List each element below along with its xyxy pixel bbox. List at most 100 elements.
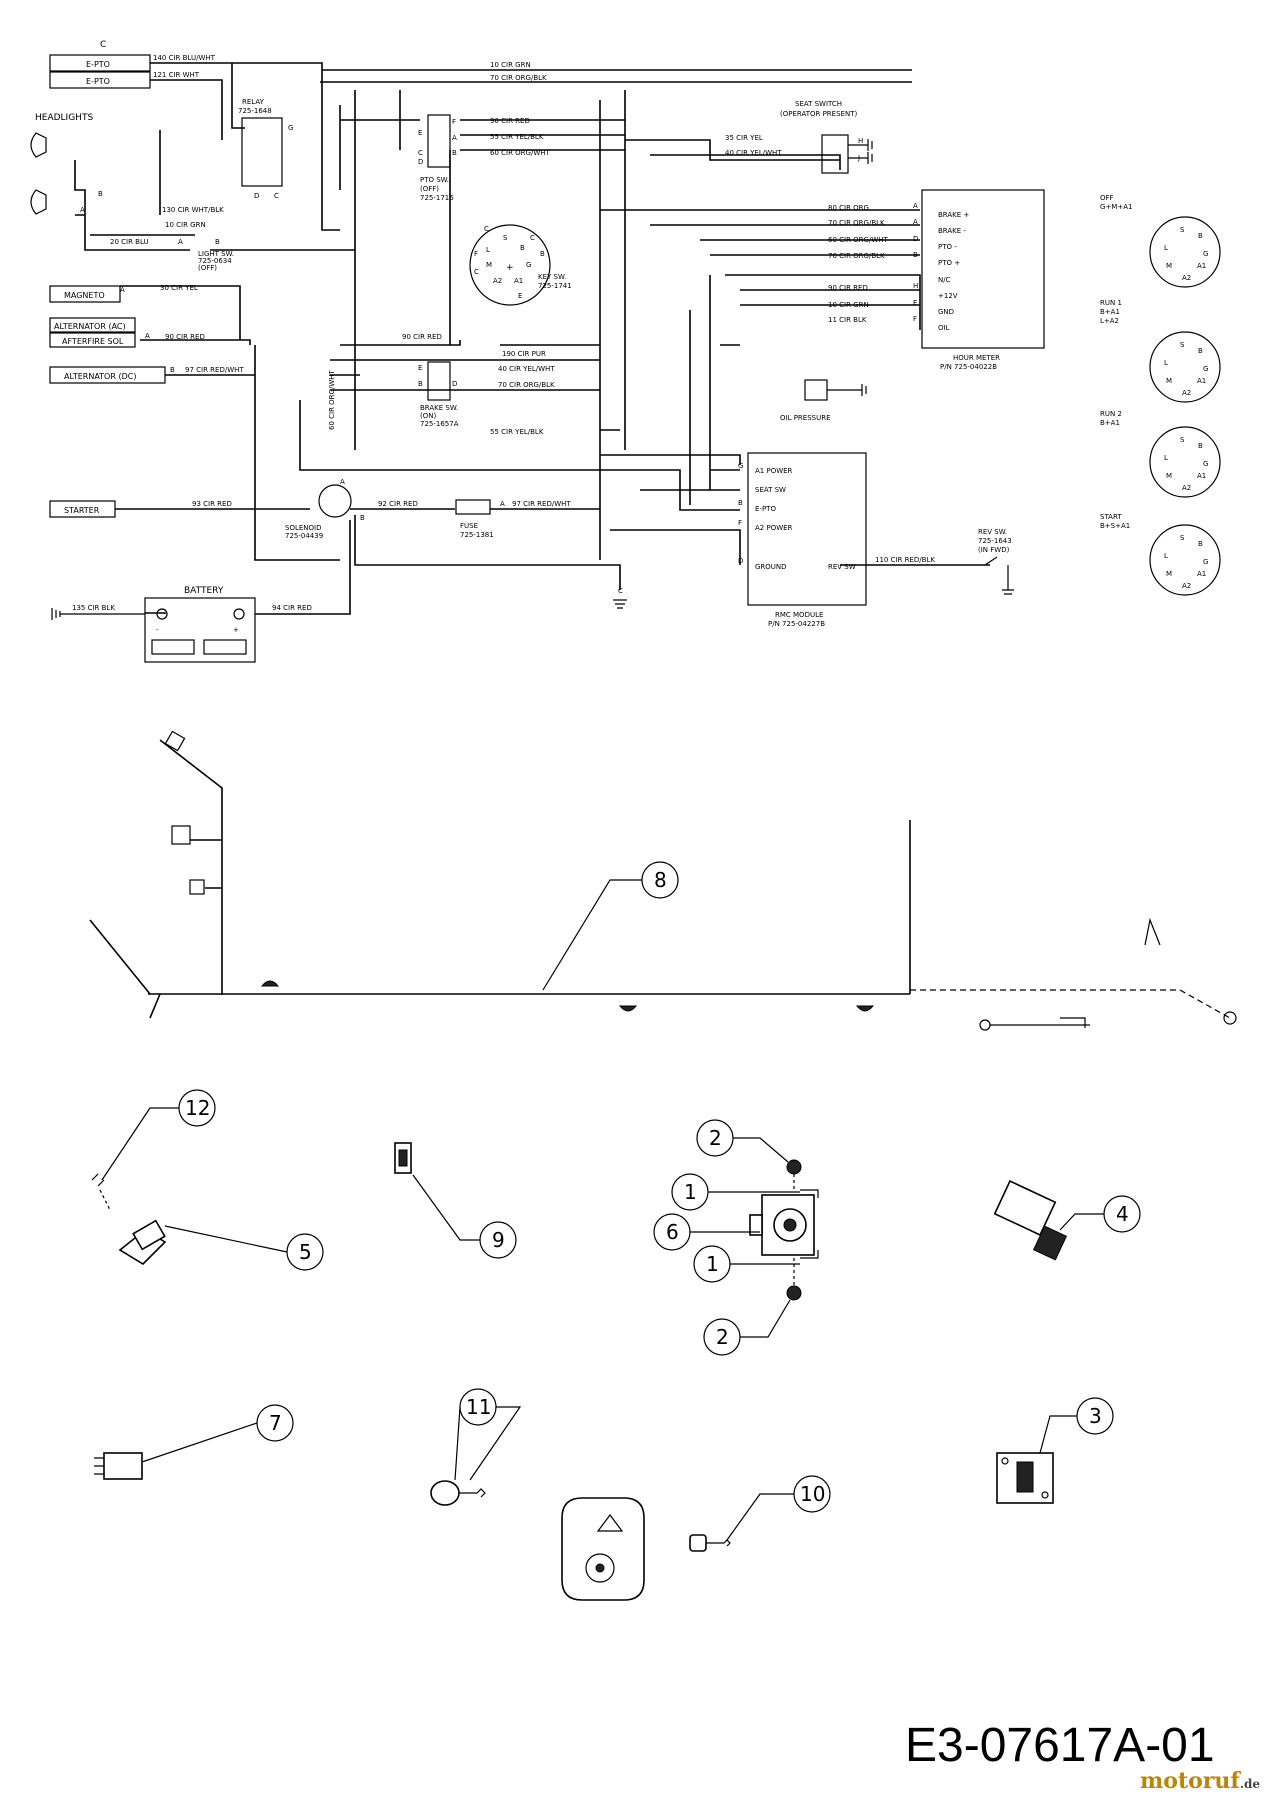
oil-pressure-label: OIL PRESSURE [780, 414, 831, 422]
hour-meter-pin: BRAKE - [938, 227, 966, 235]
svg-text:G: G [1203, 250, 1208, 258]
solenoid-part [993, 1180, 1068, 1261]
light-sw-state: (OFF) [198, 264, 217, 272]
svg-text:B: B [1198, 442, 1203, 450]
rev-switch-icon [984, 556, 1014, 595]
rmc-pin: A2 POWER [755, 524, 793, 532]
svg-text:L: L [1164, 244, 1168, 252]
battery-label: BATTERY [184, 586, 224, 596]
fuse-pn: 725-1381 [460, 531, 494, 539]
callout-number: 10 [800, 1482, 825, 1506]
pto-c-pin: C [418, 149, 423, 157]
rmc-pin: SEAT SW [755, 486, 786, 494]
rev-switch-label: REV SW. [978, 528, 1007, 536]
wire-60b-label: 60 CIR ORG/WHT [828, 236, 889, 244]
pto-switch-state: (OFF) [420, 185, 439, 193]
svg-text:A2: A2 [1182, 484, 1191, 492]
callout-number: 7 [269, 1411, 282, 1435]
connector-icon [189, 879, 205, 895]
key-position-start: START B+S+A1 S B L G M A1 A2 [1100, 513, 1221, 596]
light-sw-pn: 725-0634 [198, 257, 232, 265]
svg-text:S: S [1180, 534, 1185, 542]
starter-label: STARTER [64, 506, 100, 515]
svg-text:A1: A1 [1197, 377, 1206, 385]
svg-text:A1: A1 [1197, 570, 1206, 578]
brake-d-pin: D [452, 380, 457, 388]
callout-number: 11 [466, 1395, 491, 1419]
alternator-ac-block [49, 317, 136, 333]
wire-90a-label: 90 CIR RED [490, 117, 530, 125]
hour-meter-letters: A A D B H E F [913, 202, 918, 323]
svg-text:A2: A2 [1182, 389, 1191, 397]
key-pos-title: OFF [1100, 194, 1114, 202]
wire-70b-label: 70 CIR ORG/BLK [498, 381, 555, 389]
svg-text:B: B [738, 499, 743, 507]
wire-97a-label: 97 CIR RED/WHT [185, 366, 244, 374]
svg-text:E: E [913, 299, 917, 307]
key-b2-pin: B [540, 250, 545, 258]
wire-11-label: 11 CIR BLK [828, 316, 867, 324]
key-position-run2: RUN 2 B+A1 S B L G M A1 A2 [1100, 410, 1221, 498]
key-switch-pn: 725-1741 [538, 282, 572, 290]
brake-switch-state: (ON) [420, 412, 436, 420]
battery-ground-icon [51, 608, 145, 620]
wire-94-label: 94 CIR RED [272, 604, 312, 612]
wire-90c-label: 90 CIR RED [402, 333, 442, 341]
svg-text:+: + [506, 263, 514, 273]
key-pos-code-2: L+A2 [1100, 317, 1119, 325]
svg-text:L: L [1164, 552, 1168, 560]
rev-switch-state: (IN FWD) [978, 546, 1010, 554]
battery-icon [144, 597, 256, 663]
key-f-pin: F [474, 250, 478, 258]
svg-text:M: M [1166, 570, 1172, 578]
svg-text:B: B [913, 251, 918, 259]
light-sw-a-pin: A [178, 238, 183, 246]
seat-switch-sub: (OPERATOR PRESENT) [780, 110, 857, 118]
hour-meter-pin: PTO - [938, 243, 957, 251]
epto-block-1-label: E-PTO [86, 60, 110, 69]
ground-icon [613, 599, 627, 609]
brake-e-pin: E [418, 364, 422, 372]
fuse-label: FUSE [460, 522, 478, 530]
svg-text:G: G [1203, 558, 1208, 566]
connector-icon [164, 730, 186, 752]
rmc-letters: G B F D [738, 462, 743, 565]
wire-70d-label: 70 CIR ORG/BLK [828, 252, 885, 260]
callout-number: 3 [1089, 1404, 1102, 1428]
pto-switch-label: PTO SW. [420, 176, 449, 184]
headlight-icon [30, 132, 47, 215]
key-l-pin: L [486, 246, 490, 254]
seat-switch-label: SEAT SWITCH [795, 100, 842, 108]
key-a1-pin: A1 [514, 277, 523, 285]
callout-number: 6 [666, 1220, 679, 1244]
wire-190-label: 190 CIR PUR [502, 350, 546, 358]
key-position-run1: RUN 1 B+A1 L+A2 S B L G M A1 A2 [1100, 299, 1221, 403]
relay-part [94, 1452, 143, 1480]
wire-70c-label: 70 CIR ORG/BLK [828, 219, 885, 227]
wire-90d-label: 90 CIR RED [828, 284, 868, 292]
battery-minus-sign: - [156, 626, 159, 634]
callout-number: 2 [716, 1325, 729, 1349]
pto-switch-pn: 725-1716 [420, 194, 454, 202]
fuse-a-pin: A [500, 500, 505, 508]
hour-meter-pins: BRAKE + BRAKE - PTO - PTO + N/C +12V GND… [938, 211, 969, 332]
svg-text:A2: A2 [1182, 582, 1191, 590]
wire-135-label: 135 CIR BLK [72, 604, 115, 612]
svg-text:G: G [1203, 460, 1208, 468]
wire-harness-part [89, 730, 1237, 1031]
wire-20-label: 20 CIR BLU [110, 238, 149, 246]
brake-switch-label: BRAKE SW. [420, 404, 458, 412]
svg-text:A2: A2 [1182, 274, 1191, 282]
key-pos-code: G+M+A1 [1100, 203, 1132, 211]
key-switch-label: KEY SW. [538, 273, 566, 281]
rmc-pin: REV SW [828, 563, 856, 571]
headlight-b-pin: B [98, 190, 103, 198]
afterfire-block [49, 332, 136, 348]
wire-93-label: 93 CIR RED [192, 500, 232, 508]
rmc-pin: E-PTO [755, 505, 776, 513]
light-sw-b-pin: B [215, 238, 220, 246]
pto-d-pin: D [418, 158, 423, 166]
alternator-ac-label: ALTERNATOR (AC) [54, 322, 126, 331]
solenoid-icon [318, 484, 352, 518]
wire-90b-label: 90 CIR RED [165, 333, 205, 341]
